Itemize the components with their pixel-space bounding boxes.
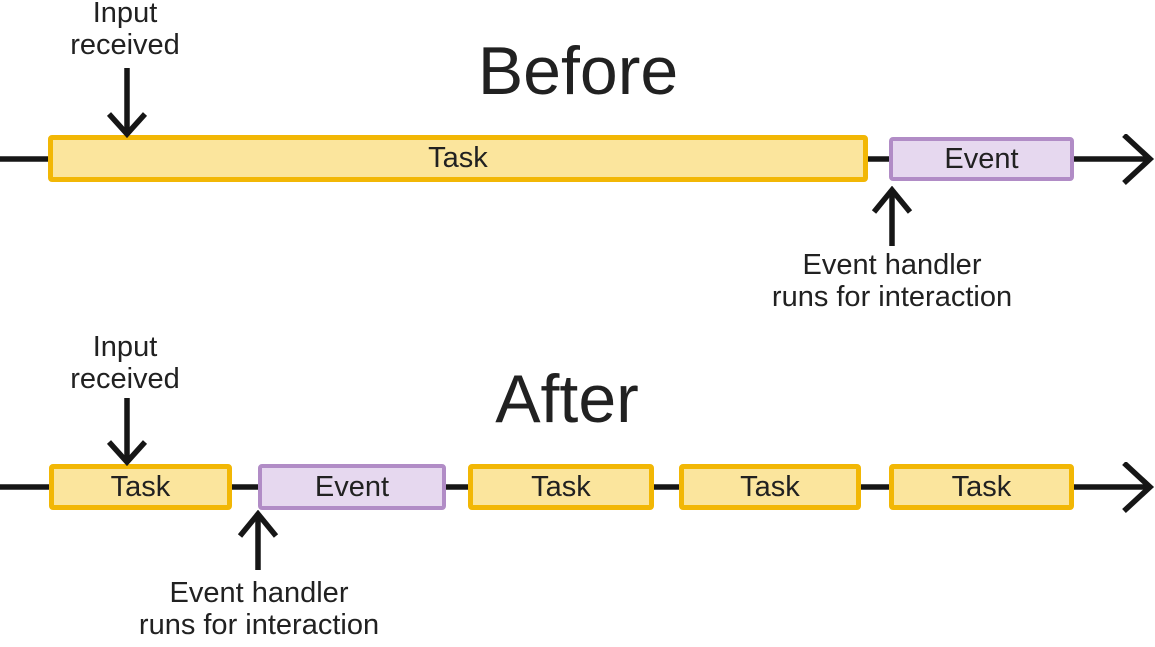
event-box: Event <box>258 464 446 510</box>
event-handler-label: Event handler runs for interaction <box>771 249 1013 313</box>
input-down-arrow-icon <box>106 68 148 138</box>
event-handler-up-arrow-icon <box>871 186 913 246</box>
event-handler-label: Event handler runs for interaction <box>138 577 380 641</box>
task-box: Task <box>49 464 232 510</box>
event-box: Event <box>889 137 1074 181</box>
input-received-label: Input received <box>70 0 180 61</box>
task-box: Task <box>48 135 868 182</box>
event-handler-up-arrow-icon <box>237 510 279 570</box>
input-received-label: Input received <box>70 331 180 395</box>
after-title: After <box>495 361 639 437</box>
task-box: Task <box>889 464 1074 510</box>
input-down-arrow-icon <box>106 398 148 466</box>
task-box: Task <box>679 464 861 510</box>
task-box: Task <box>468 464 654 510</box>
before-title: Before <box>477 33 679 109</box>
